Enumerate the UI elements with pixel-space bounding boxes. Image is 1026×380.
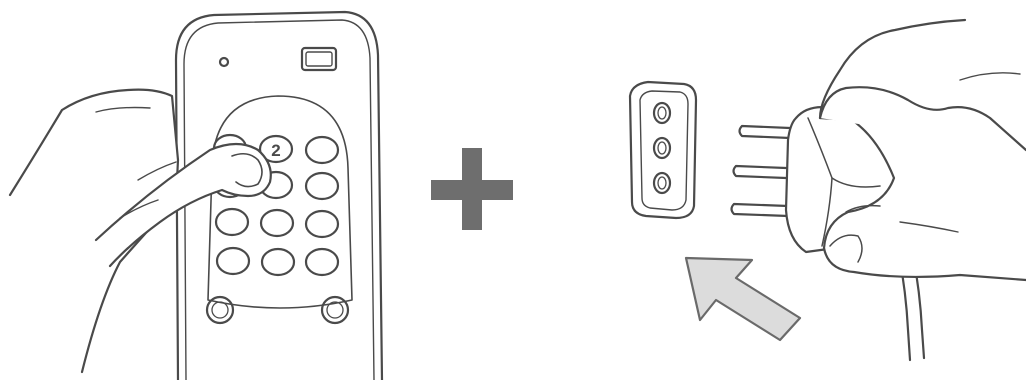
socket-hole	[654, 103, 670, 123]
remote-key	[306, 211, 338, 237]
remote-led-icon	[220, 58, 228, 66]
remote-key	[306, 173, 338, 199]
plug-pin	[732, 204, 789, 216]
plug-pin	[740, 126, 791, 138]
remote-key	[306, 249, 338, 275]
socket-hole	[654, 173, 670, 193]
remote-key	[217, 248, 249, 274]
remote-key	[261, 210, 293, 236]
remote-key	[306, 137, 338, 163]
socket-hole	[654, 138, 670, 158]
remote-bottom-key	[322, 297, 348, 323]
remote-key-label: 2	[271, 141, 280, 160]
plug-pin	[734, 166, 787, 178]
remote-bottom-key	[207, 297, 233, 323]
plus-icon	[431, 148, 513, 230]
wall-socket-icon	[630, 82, 696, 218]
remote-key	[262, 249, 294, 275]
pointing-hand-icon	[10, 90, 271, 372]
insert-arrow-icon	[686, 258, 800, 340]
remote-key	[216, 209, 248, 235]
